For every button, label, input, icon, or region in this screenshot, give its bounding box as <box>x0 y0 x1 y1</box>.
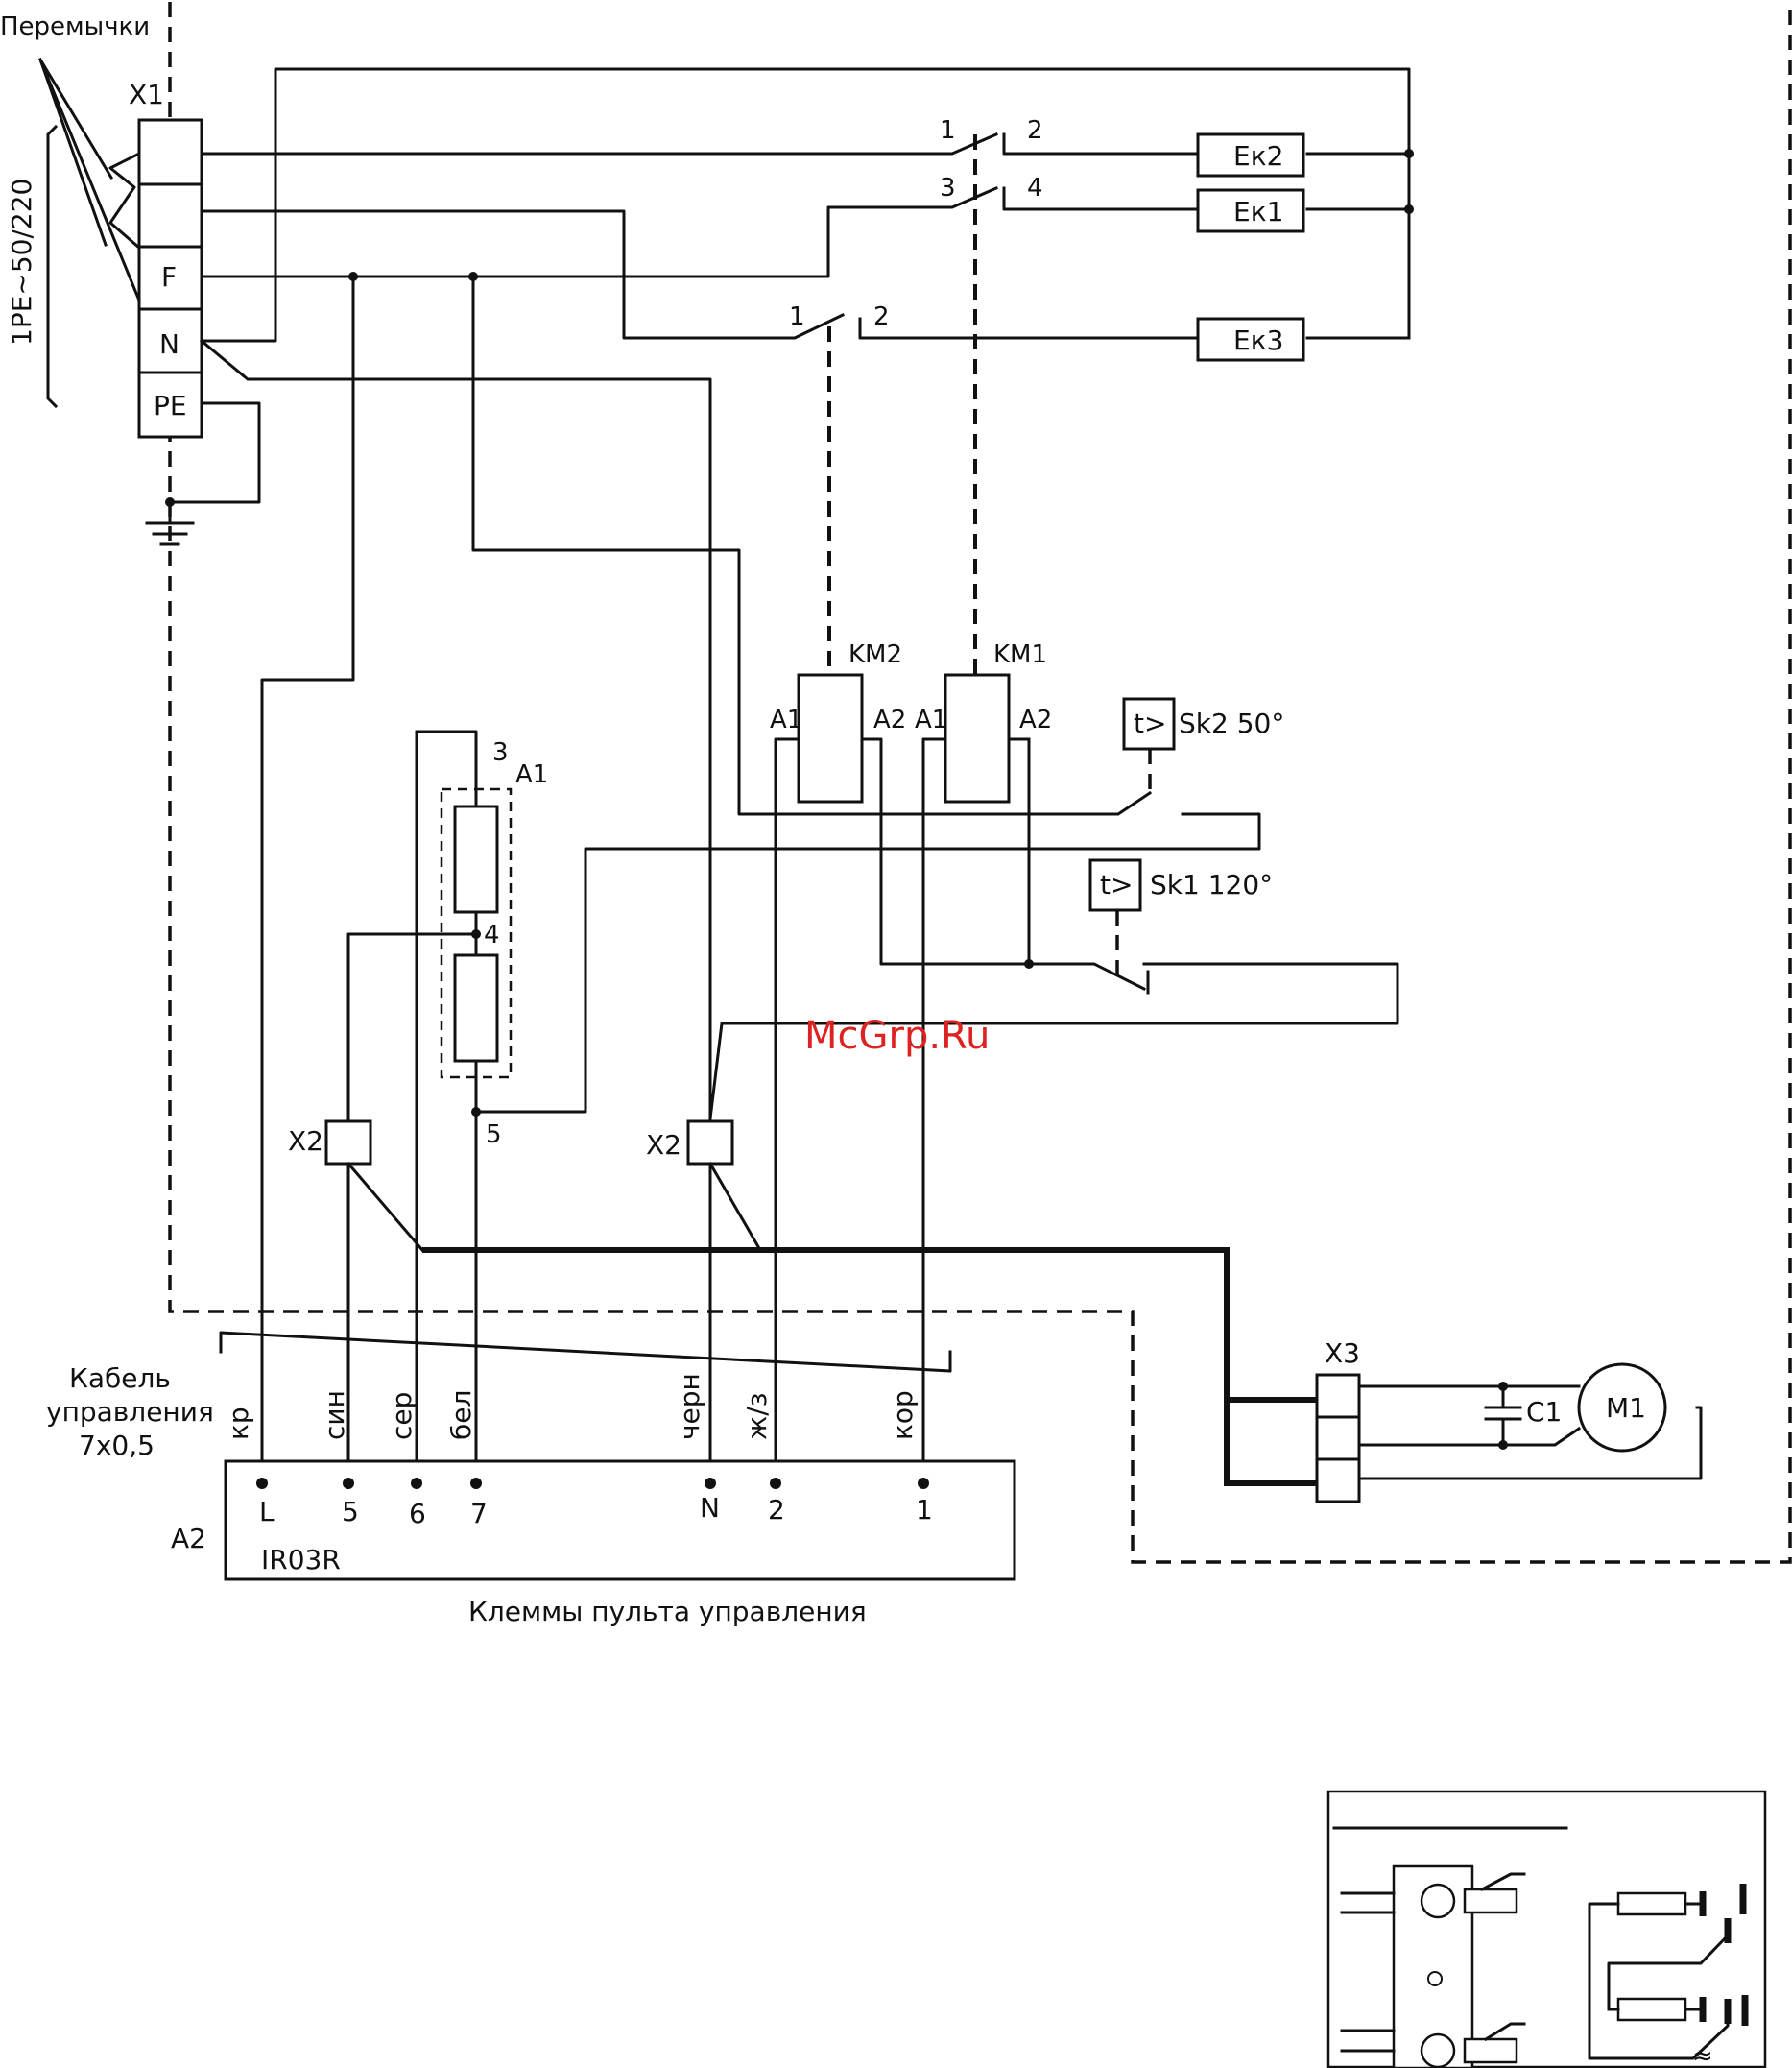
capacitor-label: C1 <box>1526 1396 1562 1428</box>
control-panel-a2: Кабель управления 7х0,5 кр син сер бел ч… <box>46 1362 1015 1627</box>
km2-a2-label: A2 <box>873 706 906 734</box>
x2-left-label: X2 <box>288 1125 323 1157</box>
jumpers-label: Перемычки <box>0 12 150 41</box>
sk1-symbol: t> <box>1100 869 1133 901</box>
heater-ek2-label: Ек2 <box>1233 140 1283 172</box>
km1-a1-label: A1 <box>915 706 947 734</box>
a1-pin-3: 3 <box>492 738 509 767</box>
a2-terminal-5: 5 <box>342 1496 359 1527</box>
supply-bracket: 1PE~50/220 <box>6 127 56 406</box>
wire-color-ser: сер <box>386 1392 418 1440</box>
sk2-symbol: t> <box>1134 708 1166 739</box>
x1-terminal-f: F <box>161 261 177 293</box>
inset-drawing: ≈ <box>1328 1791 1765 2068</box>
terminal-block-x1: X1 F N PE <box>129 79 202 437</box>
a2-model: IR03R <box>261 1544 341 1575</box>
inset-note: ≈ <box>1692 2042 1713 2068</box>
wire-color-kr: кр <box>223 1407 254 1440</box>
heater-ek1-label: Ек1 <box>1233 196 1283 228</box>
wire-color-bel: бел <box>445 1390 477 1440</box>
a2-terminal-n: N <box>700 1492 720 1524</box>
wire-color-chern: черн <box>674 1373 705 1440</box>
km2-contact-2-label: 2 <box>873 302 890 331</box>
a1-pin-5: 5 <box>486 1120 502 1149</box>
x1-terminal-pe: PE <box>154 390 187 421</box>
sk1-label: Sk1 120° <box>1150 869 1273 901</box>
km1-contact-2-label: 2 <box>1027 116 1043 145</box>
km1-contact-3-label: 3 <box>940 174 956 203</box>
km1-label: KM1 <box>993 640 1047 669</box>
panel-caption: Клеммы пульта управления <box>468 1596 867 1627</box>
km1-contact-4-label: 4 <box>1027 174 1043 203</box>
a2-terminal-6: 6 <box>409 1498 426 1529</box>
km2-label: KM2 <box>848 640 902 669</box>
watermark: McGrp.Ru <box>804 1014 990 1058</box>
km1-contact-1-label: 1 <box>940 116 956 145</box>
x3-label: X3 <box>1325 1337 1360 1369</box>
a2-terminal-1: 1 <box>916 1494 933 1526</box>
motor-section: X3 C1 M1 <box>1317 1337 1701 1502</box>
motor-label: M1 <box>1606 1392 1646 1424</box>
x2-right-label: X2 <box>646 1129 681 1161</box>
wire-color-sin: син <box>319 1390 350 1440</box>
power-wiring: Ек2 Ек1 Ек3 1 2 3 4 1 2 <box>202 69 1414 678</box>
sk2-label: Sk2 50° <box>1179 708 1284 739</box>
km2-a1-label: A1 <box>770 706 802 734</box>
km2-contact-1-label: 1 <box>789 302 805 331</box>
a2-terminal-2: 2 <box>768 1494 785 1526</box>
wire-color-kor: кор <box>887 1390 919 1440</box>
heater-ek3-label: Ек3 <box>1233 325 1283 356</box>
a2-label: A2 <box>171 1523 206 1554</box>
cable-label-line1: Кабель <box>69 1362 171 1394</box>
a2-terminal-l: L <box>259 1496 275 1527</box>
x1-terminal-n: N <box>159 328 179 360</box>
km1-a2-label: A2 <box>1019 706 1052 734</box>
a1-pin-4: 4 <box>484 921 500 950</box>
supply-label: 1PE~50/220 <box>6 179 37 346</box>
a2-terminal-7: 7 <box>470 1498 488 1529</box>
cable-label-line2: управления <box>46 1396 214 1428</box>
wire-color-zhz: ж/з <box>741 1392 773 1440</box>
control-wiring: 3 A1 4 5 KM2 KM1 A1 A2 A1 A2 t> Sk2 50° … <box>202 277 1398 1503</box>
x1-label: X1 <box>129 79 164 110</box>
a1-label: A1 <box>515 760 548 789</box>
cable-label-line3: 7х0,5 <box>79 1430 155 1461</box>
